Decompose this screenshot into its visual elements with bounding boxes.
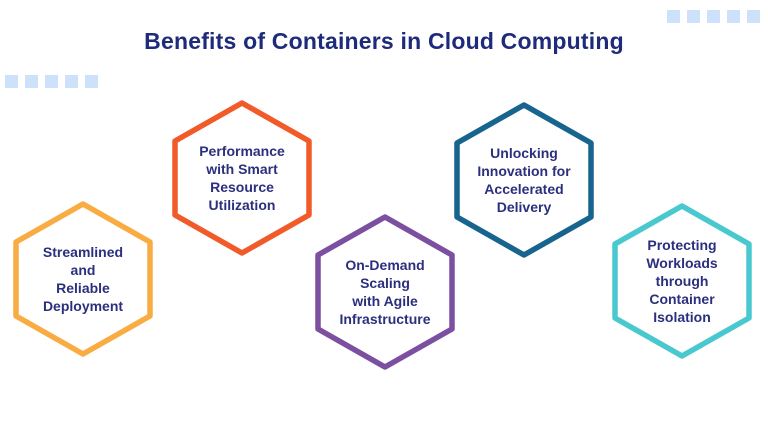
decor-square (747, 10, 760, 23)
hexagon-outline (454, 102, 594, 258)
page-title: Benefits of Containers in Cloud Computin… (144, 28, 624, 54)
hexagon-outline (612, 203, 752, 359)
hexagon-label: Performance with Smart Resource Utilizat… (199, 142, 285, 214)
decor-square (85, 75, 98, 88)
hexagon-streamlined-deployment: Streamlined and Reliable Deployment (13, 201, 153, 357)
hexagon-on-demand-scaling: On-Demand Scaling with Agile Infrastruct… (315, 214, 455, 370)
hexagon-label: Streamlined and Reliable Deployment (42, 243, 124, 315)
hexagon-label: Protecting Workloads through Container I… (646, 236, 718, 326)
decor-square (5, 75, 18, 88)
decor-square (45, 75, 58, 88)
hexagon-label: Unlocking Innovation for Accelerated Del… (477, 144, 571, 216)
hexagon-outline (172, 100, 312, 256)
hexagon-performance-utilization: Performance with Smart Resource Utilizat… (172, 100, 312, 256)
decor-squares-top-right (667, 10, 760, 23)
decor-squares-left (5, 75, 98, 88)
hexagon-outline (315, 214, 455, 370)
decor-square (65, 75, 78, 88)
hexagon-unlocking-innovation: Unlocking Innovation for Accelerated Del… (454, 102, 594, 258)
decor-square (727, 10, 740, 23)
decor-square (687, 10, 700, 23)
hexagon-workload-isolation: Protecting Workloads through Container I… (612, 203, 752, 359)
hexagon-label: On-Demand Scaling with Agile Infrastruct… (339, 256, 431, 328)
hexagon-outline (13, 201, 153, 357)
decor-square (25, 75, 38, 88)
decor-square (707, 10, 720, 23)
decor-square (667, 10, 680, 23)
